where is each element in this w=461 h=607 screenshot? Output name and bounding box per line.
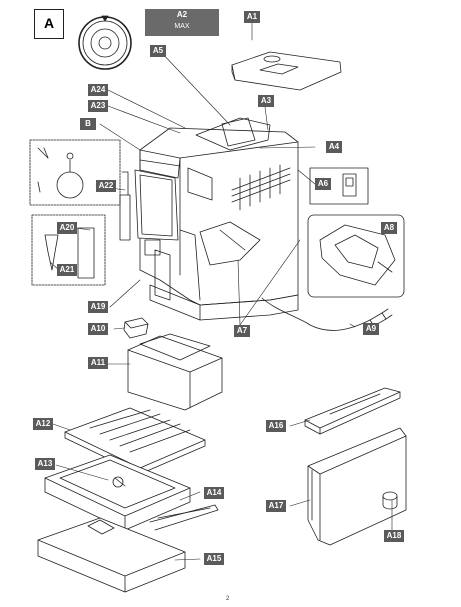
- water-tank-lid: [304, 387, 401, 435]
- label-a5: A5: [150, 45, 166, 57]
- water-filter-box: [31, 214, 106, 286]
- label-a1: A1: [244, 11, 260, 23]
- label-a16: A16: [266, 420, 286, 432]
- label-a22: A22: [96, 180, 116, 192]
- bean-container-lid: [231, 51, 342, 91]
- section-label: A: [34, 9, 64, 39]
- label-a6: A6: [315, 178, 331, 190]
- carafe-symbol-box: [29, 139, 121, 206]
- a2-max-text: MAX: [174, 23, 190, 30]
- label-a4: A4: [326, 141, 342, 153]
- a2-info-box: A2 MAX: [145, 9, 219, 36]
- label-a14: A14: [204, 487, 224, 499]
- dosing-cup: [123, 317, 149, 339]
- label-a23: A23: [88, 100, 108, 112]
- label-b: B: [80, 118, 96, 130]
- coffee-machine-body: [119, 117, 299, 321]
- label-a3: A3: [258, 95, 274, 107]
- page-number: 2: [226, 596, 230, 602]
- leader-lines: [49, 22, 393, 561]
- grounds-container: [127, 333, 223, 411]
- water-tank: [307, 427, 407, 546]
- label-a19: A19: [88, 301, 108, 313]
- power-cord: [261, 297, 393, 331]
- label-a18: A18: [384, 530, 404, 542]
- a2-label: A2: [176, 10, 188, 19]
- label-a8: A8: [381, 222, 397, 234]
- label-a17: A17: [266, 500, 286, 512]
- label-a10: A10: [88, 323, 108, 335]
- label-a12: A12: [33, 418, 53, 430]
- label-a13: A13: [35, 458, 55, 470]
- label-a20: A20: [57, 222, 77, 234]
- label-a21: A21: [57, 264, 77, 276]
- switch-box: [309, 167, 369, 205]
- drip-tray: [44, 454, 191, 531]
- label-a9: A9: [363, 323, 379, 335]
- label-a24: A24: [88, 84, 108, 96]
- bottom-drip-tray: [37, 504, 219, 593]
- brew-unit-box: [307, 214, 405, 298]
- cup-tray: [64, 407, 206, 475]
- grinder-dial-icon: [78, 15, 132, 70]
- label-a11: A11: [88, 357, 108, 369]
- label-a7: A7: [234, 325, 250, 337]
- label-a15: A15: [204, 553, 224, 565]
